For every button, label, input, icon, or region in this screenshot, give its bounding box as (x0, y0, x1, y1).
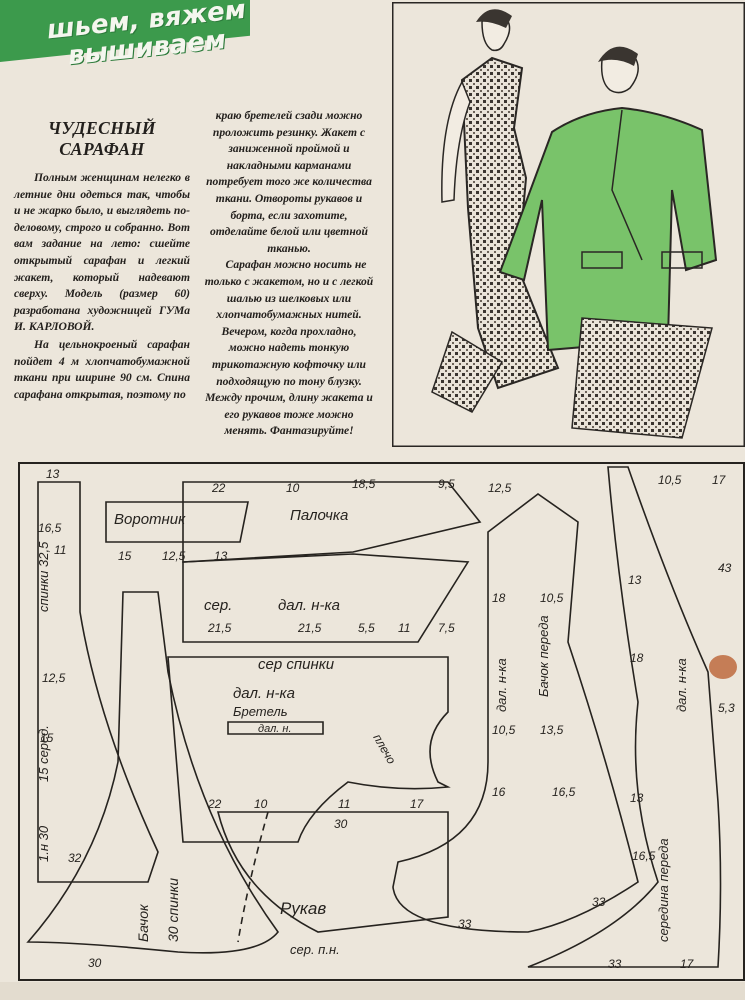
dim-label: 22 (211, 481, 226, 495)
dim-label: 15 (40, 731, 54, 745)
label-dal-n: дал. н. (258, 723, 292, 735)
dim-label: 17 (410, 797, 425, 811)
dim-label: 17 (712, 473, 727, 487)
dim-label: 12,5 (162, 549, 186, 563)
dim-label: 13 (214, 549, 228, 563)
stain-mark (709, 655, 737, 679)
label-dal-nka-cf: дал. н-ка (674, 658, 689, 712)
dim-label: 21,5 (207, 621, 232, 635)
dim-label: 7,5 (438, 621, 455, 635)
jacket (498, 106, 718, 352)
dim-label: 33 (458, 917, 472, 931)
piece-sleeve (216, 811, 449, 933)
figure-arm (441, 80, 471, 203)
label-ser-spinki: сер спинки (258, 656, 335, 673)
dim-label: 13 (630, 791, 644, 805)
dim-label: 12,5 (42, 671, 66, 685)
dim-label: 11 (398, 621, 410, 635)
dim-label: 16,5 (632, 849, 656, 863)
dim-label: 18 (630, 651, 644, 665)
dim-label: 11 (338, 797, 350, 811)
dim-label: 5,5 (358, 621, 375, 635)
label-bretel: Бретель (233, 704, 288, 719)
dress-hem (431, 330, 504, 413)
dim-label: 9,5 (438, 477, 455, 491)
dim-label: 21,5 (297, 621, 322, 635)
dim-label: 11 (54, 543, 66, 557)
pattern-dimensions: 13 16,5 11 12,5 15 32 30 15 12,5 13 22 1… (38, 467, 735, 971)
label-dal-nka-front: дал. н-ка (494, 658, 509, 712)
sleeve-dashed-line (237, 811, 269, 943)
label-rukav: Рукав (280, 899, 326, 918)
article-title: ЧУДЕСНЫЙ САРАФАН (47, 118, 157, 159)
dim-label: 16 (492, 785, 506, 799)
piece-back (167, 656, 451, 843)
dim-label: 32 (68, 851, 82, 865)
label-dal-nka-2: дал. н-ка (233, 685, 295, 702)
dim-label: 10,5 (492, 723, 516, 737)
label-spinki-30: 30 спинки (165, 878, 181, 942)
dim-label: 10,5 (658, 473, 682, 487)
label-ser-pn: сер. п.н. (290, 942, 340, 957)
label-1n30: 1.н 30 (36, 825, 51, 862)
dim-label: 33 (592, 895, 606, 909)
dim-label: 10 (254, 797, 268, 811)
label-seredina-pereda: середина переда (656, 838, 671, 942)
piece-collar (105, 501, 249, 543)
label-ser: сер. (204, 597, 232, 614)
pattern-frame (18, 462, 745, 981)
dim-label: 18,5 (352, 477, 376, 491)
piece-back-center (37, 481, 159, 883)
dress-right (571, 317, 713, 439)
fashion-illustration (392, 2, 745, 447)
figure-hair (598, 46, 638, 66)
label-vorotnik: Воротник (114, 511, 186, 528)
piece-back-bodice (182, 553, 470, 643)
dim-label: 30 (88, 956, 102, 970)
dim-label: 16,5 (38, 521, 62, 535)
dim-label: 33 (608, 957, 622, 971)
label-bachok-pereda: Бачок переда (536, 615, 551, 697)
dim-label: 10 (286, 481, 300, 495)
dim-label: 12,5 (488, 481, 512, 495)
page-bottom-strip (0, 982, 745, 1000)
piece-side-back (26, 591, 280, 954)
dim-label: 13 (46, 467, 60, 481)
article-paragraph: Полным женщинам нелегко в летние дни оде… (14, 171, 190, 334)
dim-label: 22 (207, 797, 222, 811)
dim-label: 13 (628, 573, 642, 587)
pattern-draft: Воротник Палочка сер. дал. н-ка сер спин… (18, 462, 745, 981)
article-paragraph: краю бретелей сзади можно проложить рези… (206, 109, 372, 255)
article-paragraph: На цельнокроеный сарафан пойдет 4 м хлоп… (14, 337, 190, 401)
label-sered: 15 серед. (36, 725, 51, 782)
piece-placket (182, 481, 482, 563)
jacket-details (581, 109, 703, 269)
label-spinki: спинки 32,5 (36, 541, 51, 612)
piece-center-front (527, 466, 722, 968)
article-paragraph: Сарафан можно носить не только с жакетом… (204, 258, 374, 438)
dim-label: 18 (492, 591, 506, 605)
label-dal-nka: дал. н-ка (278, 597, 340, 614)
dim-label: 30 (334, 817, 348, 831)
pattern-labels: Воротник Палочка сер. дал. н-ка сер спин… (36, 507, 689, 957)
dim-label: 15 (118, 549, 132, 563)
label-palochka: Палочка (290, 507, 348, 524)
dim-label: 5,3 (718, 701, 735, 715)
dim-label: 16,5 (552, 785, 576, 799)
dim-label: 10,5 (540, 591, 564, 605)
figure-hair (476, 9, 512, 29)
piece-side-front (392, 493, 639, 933)
dim-label: 17 (680, 957, 695, 971)
label-plecho: плечо (370, 732, 398, 767)
dim-label: 43 (718, 561, 732, 575)
dim-label: 13,5 (540, 723, 564, 737)
label-bachok-spinki: Бачок (135, 903, 151, 942)
piece-strap (227, 721, 324, 735)
article-column-1: ЧУДЕСНЫЙ САРАФАН Полным женщинам нелегко… (14, 118, 190, 403)
article-column-2: краю бретелей сзади можно проложить рези… (203, 108, 375, 440)
